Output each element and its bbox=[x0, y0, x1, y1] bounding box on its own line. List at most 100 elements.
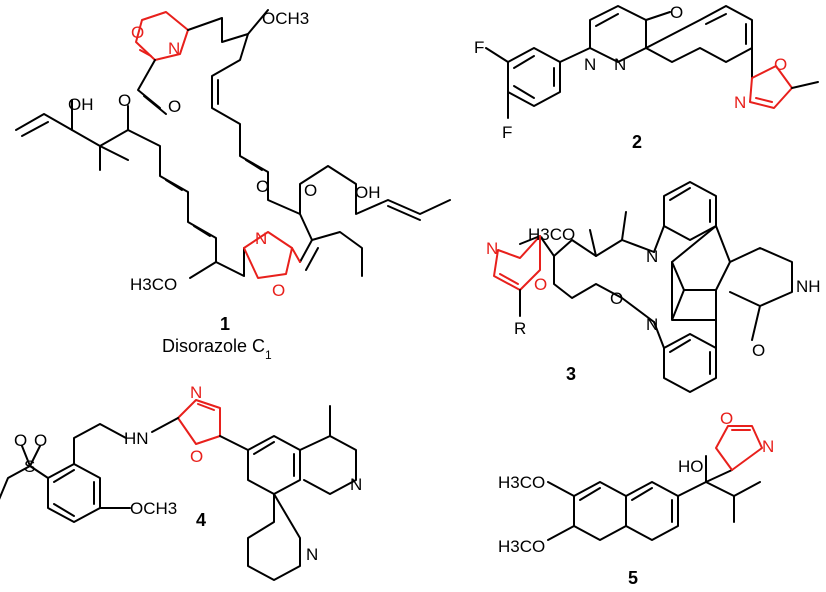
compound-5-oxazole-n: N bbox=[762, 437, 774, 456]
compound-1-hydroxyl-left: OH bbox=[68, 95, 94, 114]
compound-1-oxazole-top-o: O bbox=[131, 23, 144, 42]
compound-4-anisole-doubles bbox=[53, 469, 95, 517]
compound-4-amine-link bbox=[73, 423, 127, 465]
compound-1-top-chain-doubles bbox=[217, 79, 263, 171]
compound-3-methyl-methoxy-bonds bbox=[589, 211, 627, 257]
compound-4-structure: HN N O OCH3 S O O N N 4 bbox=[0, 383, 362, 581]
compound-1-ester-o-left: O bbox=[118, 91, 131, 110]
compound-2-methyl-bond bbox=[791, 81, 819, 89]
compound-1-structure: O N N O OCH3 H3CO OH OH O O O O 1 Disora… bbox=[15, 9, 451, 362]
compound-4-number: 4 bbox=[196, 510, 206, 530]
compound-5-methoxy-bonds bbox=[547, 481, 575, 541]
compound-2-difluorophenyl-doubles bbox=[513, 55, 555, 99]
compound-4-anisole-ring bbox=[47, 463, 101, 523]
compound-3-ring-o: O bbox=[610, 289, 623, 308]
compound-4-oxazole-ring bbox=[177, 399, 221, 445]
compound-4-sulfonyl-o2: O bbox=[34, 431, 47, 450]
compound-4-methoxy: OCH3 bbox=[130, 499, 177, 518]
compound-2-pyridazinone-ring bbox=[559, 5, 647, 63]
compound-4-pyridine-bottom-ring bbox=[247, 493, 301, 581]
compound-2-number: 2 bbox=[632, 132, 642, 152]
compound-1-oxazole-bottom-o: O bbox=[272, 281, 285, 300]
compound-5-naphthalene-ring-right bbox=[625, 481, 679, 541]
compound-5-naphthalene-ring-left bbox=[573, 481, 627, 541]
compound-1-methoxy-bond-top bbox=[247, 9, 269, 35]
compound-2-pyridazinone-doubles bbox=[595, 11, 671, 27]
compound-3-benzo-top-doubles bbox=[669, 187, 711, 223]
compound-1-oxazole-bottom-link bbox=[291, 247, 301, 263]
compound-5-structure: H3CO H3CO HO O N 5 bbox=[498, 409, 774, 588]
compound-4-pyridine-n-top: N bbox=[350, 475, 362, 494]
compound-3-indole-n-bottom: N bbox=[646, 315, 658, 334]
compound-5-methoxy-bottom: H3CO bbox=[498, 537, 545, 556]
compound-5-carbinol-bonds bbox=[677, 455, 761, 523]
compound-1-methoxy-top: OCH3 bbox=[262, 9, 309, 28]
compound-1-ester-carbonyl-right: O bbox=[256, 177, 269, 196]
compound-4-oxazole-double bbox=[197, 403, 215, 411]
compound-3-oxazole-double bbox=[499, 273, 519, 285]
compound-4-sulfonyl-s: S bbox=[24, 457, 35, 476]
compound-2-fluoro-top: F bbox=[474, 38, 484, 57]
compound-1-oxazole-bottom-n: N bbox=[255, 229, 267, 248]
compound-3-indolocarbazole-top bbox=[653, 225, 731, 291]
compound-3-methoxy: H3CO bbox=[528, 225, 575, 244]
compound-4-sulfonyl-bonds bbox=[0, 445, 49, 500]
compound-4-sulfonyl-o1: O bbox=[14, 431, 27, 450]
compound-1-ester-o-right: O bbox=[304, 181, 317, 200]
compound-5-number: 5 bbox=[628, 568, 638, 588]
compound-2-pyridazinone-n1: N bbox=[584, 55, 596, 74]
compound-1-methoxy-bottom: H3CO bbox=[130, 275, 177, 294]
compound-2-structure: F F N N O O N 2 bbox=[474, 3, 819, 152]
compound-4-pyridine-top-ring bbox=[299, 405, 357, 495]
compound-1-bottom-chain-doubles bbox=[165, 179, 211, 237]
compound-2-benzyl-doubles bbox=[705, 13, 747, 45]
compound-2-pyridazinone-n2: N bbox=[614, 55, 626, 74]
compound-1-ester-carbonyl-left: O bbox=[168, 97, 181, 116]
compound-3-indole-bottom-links bbox=[653, 319, 717, 349]
compound-4-pyridine-n-bottom: N bbox=[306, 545, 318, 564]
compound-3-lactam-o: O bbox=[752, 341, 765, 360]
compound-5-oxazole-ring bbox=[715, 425, 763, 471]
compound-2-oxazole-double bbox=[755, 97, 773, 103]
compound-4-oxazole-n: N bbox=[190, 383, 202, 402]
compound-2-fluoro-bonds bbox=[485, 47, 509, 119]
compound-5-hydroxyl: HO bbox=[678, 457, 704, 476]
compound-4-central-aryl-ring bbox=[247, 435, 301, 495]
compound-3-indole-n-top: N bbox=[646, 247, 658, 266]
compound-3-sugar-bridge bbox=[553, 239, 655, 323]
compound-3-lactam-ring bbox=[729, 247, 793, 341]
compound-1-ester-right-carbonyl bbox=[299, 239, 319, 271]
compound-3-oxazole-n: N bbox=[486, 239, 498, 258]
compound-2-oxazole-ring bbox=[749, 65, 793, 109]
compound-1-name: Disorazole C1 bbox=[162, 336, 272, 362]
compound-5-methoxy-top: H3CO bbox=[498, 473, 545, 492]
compound-3-benzo-bottom-doubles bbox=[669, 339, 711, 375]
compound-3-r-group: R bbox=[514, 319, 526, 338]
compound-2-oxazole-o: O bbox=[774, 55, 787, 74]
compound-3-benzo-bottom-ring bbox=[663, 333, 717, 393]
compound-1-left-olefin bbox=[15, 113, 73, 137]
compound-2-oxazole-n: N bbox=[734, 93, 746, 112]
compound-4-oxazole-links bbox=[151, 417, 249, 451]
compound-1-left-quat bbox=[71, 99, 129, 171]
compound-3-structure: N N O NH O H3CO N O R 3 bbox=[486, 181, 821, 393]
compound-3-lactam-nh: NH bbox=[796, 277, 821, 296]
compound-1-number: 1 bbox=[220, 314, 230, 334]
compound-2-fluoro-bottom: F bbox=[502, 123, 512, 142]
compound-1-right-olefin-double bbox=[387, 205, 421, 221]
compound-3-oxazole-ring bbox=[493, 235, 541, 291]
compound-3-central-ring bbox=[671, 261, 717, 321]
compound-4-amine-hn: HN bbox=[124, 429, 149, 448]
compound-1-hydroxyl-right: OH bbox=[355, 183, 381, 202]
compound-5-oxazole-o: O bbox=[720, 409, 733, 428]
compound-5-naphthalene-doubles bbox=[579, 487, 673, 523]
compound-1-oxazole-top-n: N bbox=[168, 39, 180, 58]
compound-1-right-chain bbox=[299, 165, 451, 215]
compound-1-methoxy-bond-bottom bbox=[189, 261, 217, 279]
compound-4-central-aryl-doubles bbox=[253, 441, 295, 477]
compound-3-number: 3 bbox=[566, 364, 576, 384]
compound-4-oxazole-o: O bbox=[190, 447, 203, 466]
compound-1-oxazole-bottom-ring bbox=[243, 231, 293, 279]
compound-2-carbonyl-o: O bbox=[670, 3, 683, 22]
